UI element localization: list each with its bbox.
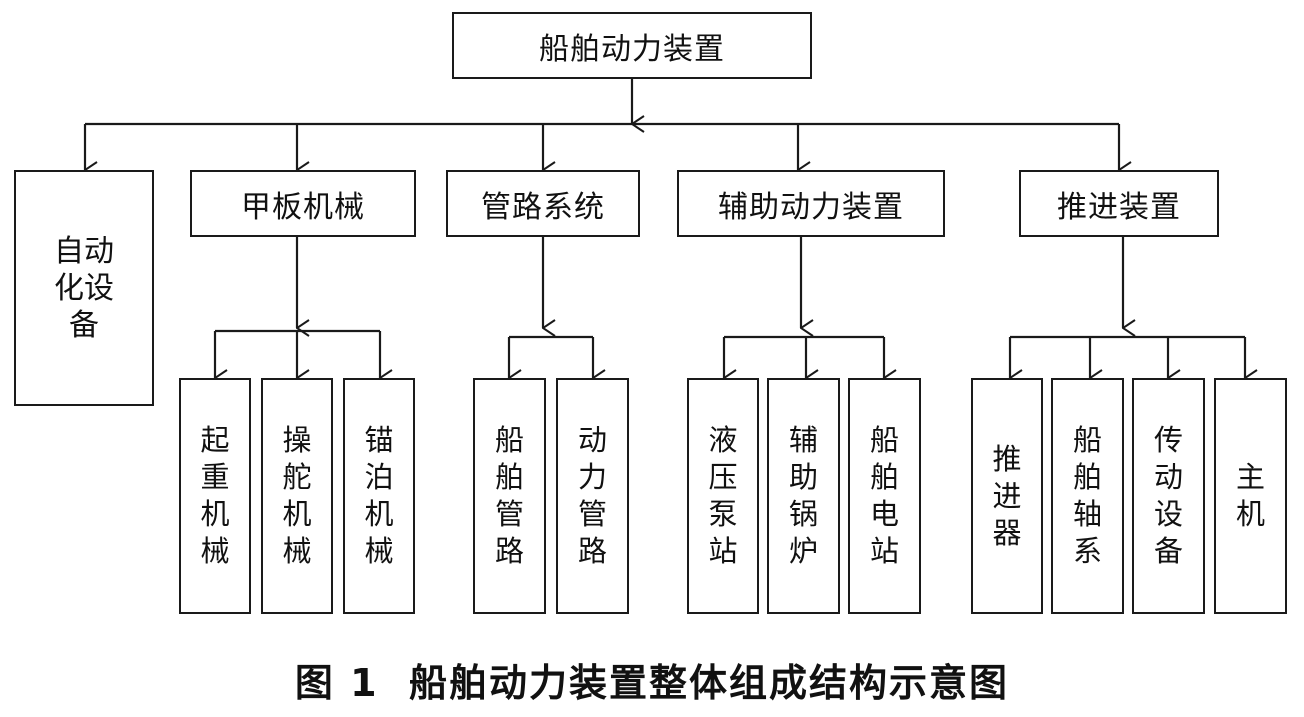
hydraulic-pump-station-node: 液压泵站 <box>687 378 759 614</box>
automation-node: 自动化设备 <box>14 170 154 406</box>
hoisting-machinery-node: 起重机械 <box>179 378 251 614</box>
steering-machinery-node: 操舵机械 <box>261 378 333 614</box>
ship-piping-label: 船舶管路 <box>494 423 524 568</box>
deck-machinery-node: 甲板机械 <box>190 170 416 237</box>
deck-machinery-label: 甲板机械 <box>241 189 365 225</box>
steering-machinery-label: 操舵机械 <box>282 423 312 568</box>
main-engine-node: 主机 <box>1214 378 1287 614</box>
hydraulic-pump-station-label: 液压泵站 <box>708 423 738 568</box>
propulsion-node: 推进装置 <box>1019 170 1219 237</box>
power-piping-label: 动力管路 <box>577 423 607 568</box>
piping-system-label: 管路系统 <box>481 189 605 225</box>
figure-caption: 图 1 船舶动力装置整体组成结构示意图 <box>294 661 1010 705</box>
ship-power-station-node: 船舶电站 <box>848 378 921 614</box>
shafting-label: 船舶轴系 <box>1072 423 1102 568</box>
hoisting-machinery-label: 起重机械 <box>200 423 230 568</box>
transmission-equipment-node: 传动设备 <box>1132 378 1205 614</box>
automation-label: 自动化设备 <box>54 233 114 343</box>
propulsion-label: 推进装置 <box>1057 189 1181 225</box>
auxiliary-power-node: 辅助动力装置 <box>677 170 945 237</box>
auxiliary-boiler-node: 辅助锅炉 <box>767 378 840 614</box>
ship-power-station-label: 船舶电站 <box>869 423 899 568</box>
root-label: 船舶动力装置 <box>539 31 725 67</box>
mooring-machinery-label: 锚泊机械 <box>364 423 394 568</box>
auxiliary-boiler-label: 辅助锅炉 <box>788 423 818 568</box>
piping-system-node: 管路系统 <box>446 170 640 237</box>
ship-piping-node: 船舶管路 <box>473 378 546 614</box>
root-node: 船舶动力装置 <box>452 12 812 79</box>
mooring-machinery-node: 锚泊机械 <box>343 378 415 614</box>
power-piping-node: 动力管路 <box>556 378 629 614</box>
propeller-node: 推进器 <box>971 378 1043 614</box>
propeller-label: 推进器 <box>992 441 1022 550</box>
transmission-equipment-label: 传动设备 <box>1153 423 1183 568</box>
auxiliary-power-label: 辅助动力装置 <box>718 189 904 225</box>
main-engine-label: 主机 <box>1235 460 1265 531</box>
shafting-node: 船舶轴系 <box>1051 378 1124 614</box>
